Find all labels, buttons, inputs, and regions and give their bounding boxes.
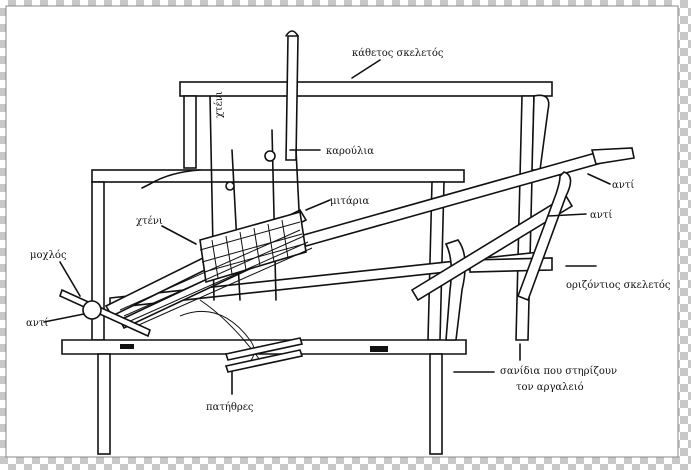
middle-frame-beam: [91, 169, 465, 183]
label-heddles: καρούλια: [326, 146, 374, 157]
label-horizontal-frame: οριζόντιος σκελετός: [566, 280, 671, 291]
label-anti-right-mid: αντί: [590, 210, 612, 221]
arrow-anti-right-mid: [547, 213, 587, 217]
label-vertical-frame: κάθετος σκελετός: [352, 48, 444, 59]
upper-frame-left-post: [183, 95, 197, 169]
label-planks-line2: τον αργαλειό: [516, 382, 584, 393]
label-heddle-bars: μιτάρια: [330, 196, 370, 207]
label-planks-line1: σανίδια που στηρίζουν: [500, 366, 617, 377]
heddle-assembly: [141, 95, 307, 301]
label-pedals: πατήθρες: [206, 402, 254, 413]
label-comb-top: χτένι: [214, 91, 225, 118]
arrow-anti-right-top: [587, 173, 611, 185]
leader-lines: [43, 59, 611, 395]
upper-frame-right-curve: [531, 94, 550, 171]
arrow-comb: [161, 225, 197, 245]
right-top-handle: [590, 147, 635, 165]
lever-roll: [82, 300, 102, 320]
arrow-lever: [59, 261, 81, 297]
right-curved-support: [516, 171, 572, 302]
arrow-vertical-frame: [351, 59, 381, 79]
loom-drawing: [59, 30, 635, 455]
label-anti-left: αντί: [26, 318, 48, 329]
lever: [59, 288, 151, 338]
top-shaft: [285, 35, 299, 161]
diagonal-beam-lower: [410, 194, 574, 302]
arrow-anti-left: [43, 313, 85, 323]
peg-right: [370, 346, 388, 352]
label-anti-right-top: αντί: [612, 180, 634, 191]
label-comb: χτένι: [136, 216, 163, 227]
label-lever: μοχλός: [30, 250, 67, 261]
pedal-1: [224, 337, 304, 361]
base-leg-right: [429, 353, 443, 455]
top-shaft-tip: [285, 30, 299, 37]
pedal-2: [224, 349, 304, 373]
arrow-heddle-bars: [305, 199, 331, 211]
peg-left: [120, 344, 134, 349]
upper-frame-top-beam: [179, 81, 553, 97]
base-leg-left: [97, 353, 111, 455]
